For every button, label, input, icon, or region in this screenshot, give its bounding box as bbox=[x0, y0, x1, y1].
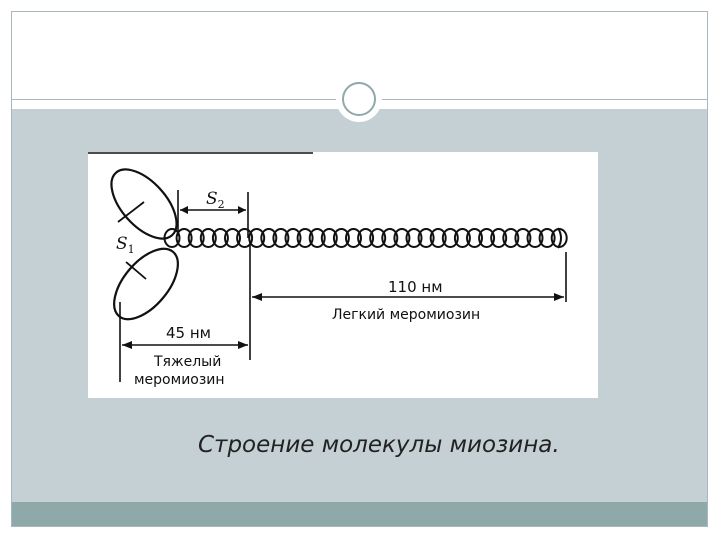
heavy-arrow-left bbox=[122, 341, 132, 349]
coil-loop bbox=[453, 228, 471, 248]
coil-loop bbox=[490, 228, 508, 248]
coiled-coil-tail bbox=[163, 228, 568, 248]
label-110nm: 110 нм bbox=[388, 278, 443, 296]
coil-loop bbox=[538, 228, 556, 248]
s2-arrow-right bbox=[238, 206, 246, 214]
coil-loop bbox=[332, 228, 350, 248]
tail-end bbox=[557, 227, 562, 249]
heavy-arrow-right bbox=[238, 341, 248, 349]
light-arrow-right bbox=[554, 293, 564, 301]
coil-loop bbox=[478, 228, 496, 248]
coil-loop bbox=[199, 228, 217, 248]
head-lower bbox=[113, 247, 179, 321]
footer-band bbox=[12, 502, 707, 526]
coil-loop bbox=[405, 228, 423, 248]
slide-frame bbox=[11, 11, 708, 527]
label-heavy-meromyosin-1: Тяжелый bbox=[153, 354, 221, 370]
coil-loop bbox=[284, 228, 302, 248]
myosin-diagram-svg: S2 S1 110 нм Легкий меромиозин 45 нм Тяж… bbox=[88, 152, 568, 388]
coil-loop bbox=[381, 228, 399, 248]
slide-caption: Строение молекулы миозина. bbox=[198, 432, 560, 458]
s1-pointer-lower bbox=[125, 261, 147, 280]
coil-loop bbox=[514, 228, 532, 248]
coil-loop bbox=[320, 228, 338, 248]
coil-loop bbox=[296, 228, 314, 248]
label-light-meromyosin: Легкий меромиозин bbox=[332, 307, 480, 323]
coil-loop bbox=[441, 228, 459, 248]
head-upper bbox=[110, 168, 178, 240]
coil-loop bbox=[345, 228, 362, 248]
light-arrow-left bbox=[252, 293, 262, 301]
coil-loop bbox=[308, 228, 326, 248]
circle-ornament-icon bbox=[336, 76, 382, 122]
coil-loop bbox=[502, 228, 520, 248]
s1-pointer-upper bbox=[117, 201, 145, 223]
coil-loop bbox=[272, 228, 290, 248]
coil-loop bbox=[248, 228, 266, 248]
coil-loop bbox=[357, 228, 375, 248]
coil-loop bbox=[369, 228, 387, 248]
coil-loop bbox=[211, 228, 229, 248]
coil-loop bbox=[393, 228, 411, 248]
label-45nm: 45 нм bbox=[166, 324, 211, 342]
coil-loop bbox=[224, 228, 241, 248]
coil-loop bbox=[175, 228, 193, 248]
label-s1: S1 bbox=[116, 234, 135, 256]
coil-loop bbox=[163, 228, 181, 248]
label-s2: S2 bbox=[206, 189, 225, 211]
s2-arrow-left bbox=[180, 206, 188, 214]
coil-loop bbox=[187, 228, 205, 248]
coil-loop bbox=[260, 228, 278, 248]
coil-loop bbox=[417, 228, 435, 248]
myosin-diagram: S2 S1 110 нм Легкий меромиозин 45 нм Тяж… bbox=[88, 152, 598, 398]
label-heavy-meromyosin-2: меромиозин bbox=[134, 372, 225, 388]
coil-loop bbox=[466, 228, 483, 248]
coil-loop bbox=[236, 228, 254, 248]
coil-loop bbox=[429, 228, 447, 248]
coil-loop bbox=[526, 228, 544, 248]
